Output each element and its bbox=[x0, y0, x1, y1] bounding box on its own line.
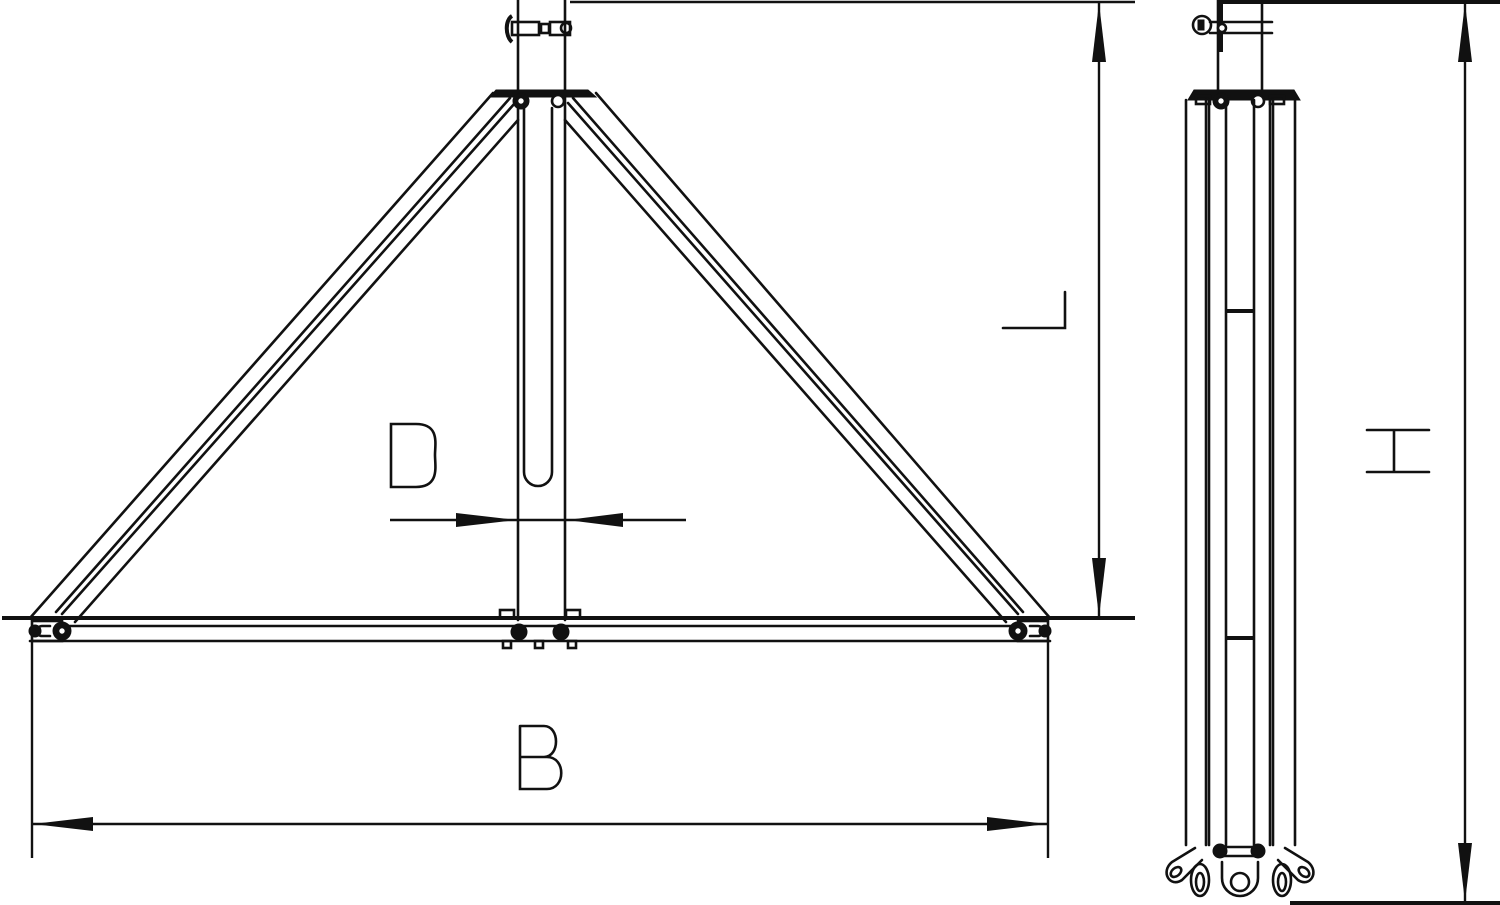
dimension-d bbox=[390, 513, 686, 527]
top-cap bbox=[488, 89, 598, 110]
left-strut bbox=[28, 91, 520, 624]
label-h-glyph bbox=[1365, 428, 1431, 474]
dimension-h bbox=[1290, 2, 1500, 905]
front-view bbox=[2, 0, 1135, 650]
side-top-clamp bbox=[1191, 4, 1274, 52]
side-view bbox=[1165, 0, 1500, 898]
right-foot-joint bbox=[1008, 619, 1052, 643]
dimension-label-d: D bbox=[383, 420, 438, 492]
label-b-glyph bbox=[518, 724, 563, 791]
dimension-label-l: L bbox=[1003, 285, 1036, 345]
center-bottom-joint bbox=[498, 608, 582, 650]
top-clamp bbox=[504, 14, 573, 44]
side-bottom-feet bbox=[1165, 843, 1315, 898]
dimension-b bbox=[30, 641, 1050, 858]
left-foot-joint bbox=[28, 619, 72, 643]
dimension-l bbox=[570, 0, 1135, 618]
dimension-label-h: H bbox=[1365, 420, 1410, 480]
label-l-glyph bbox=[1001, 290, 1067, 330]
side-legs bbox=[1184, 98, 1297, 847]
label-d-glyph bbox=[389, 422, 437, 489]
dimension-label-b: B bbox=[512, 722, 561, 794]
right-strut bbox=[563, 91, 1052, 624]
